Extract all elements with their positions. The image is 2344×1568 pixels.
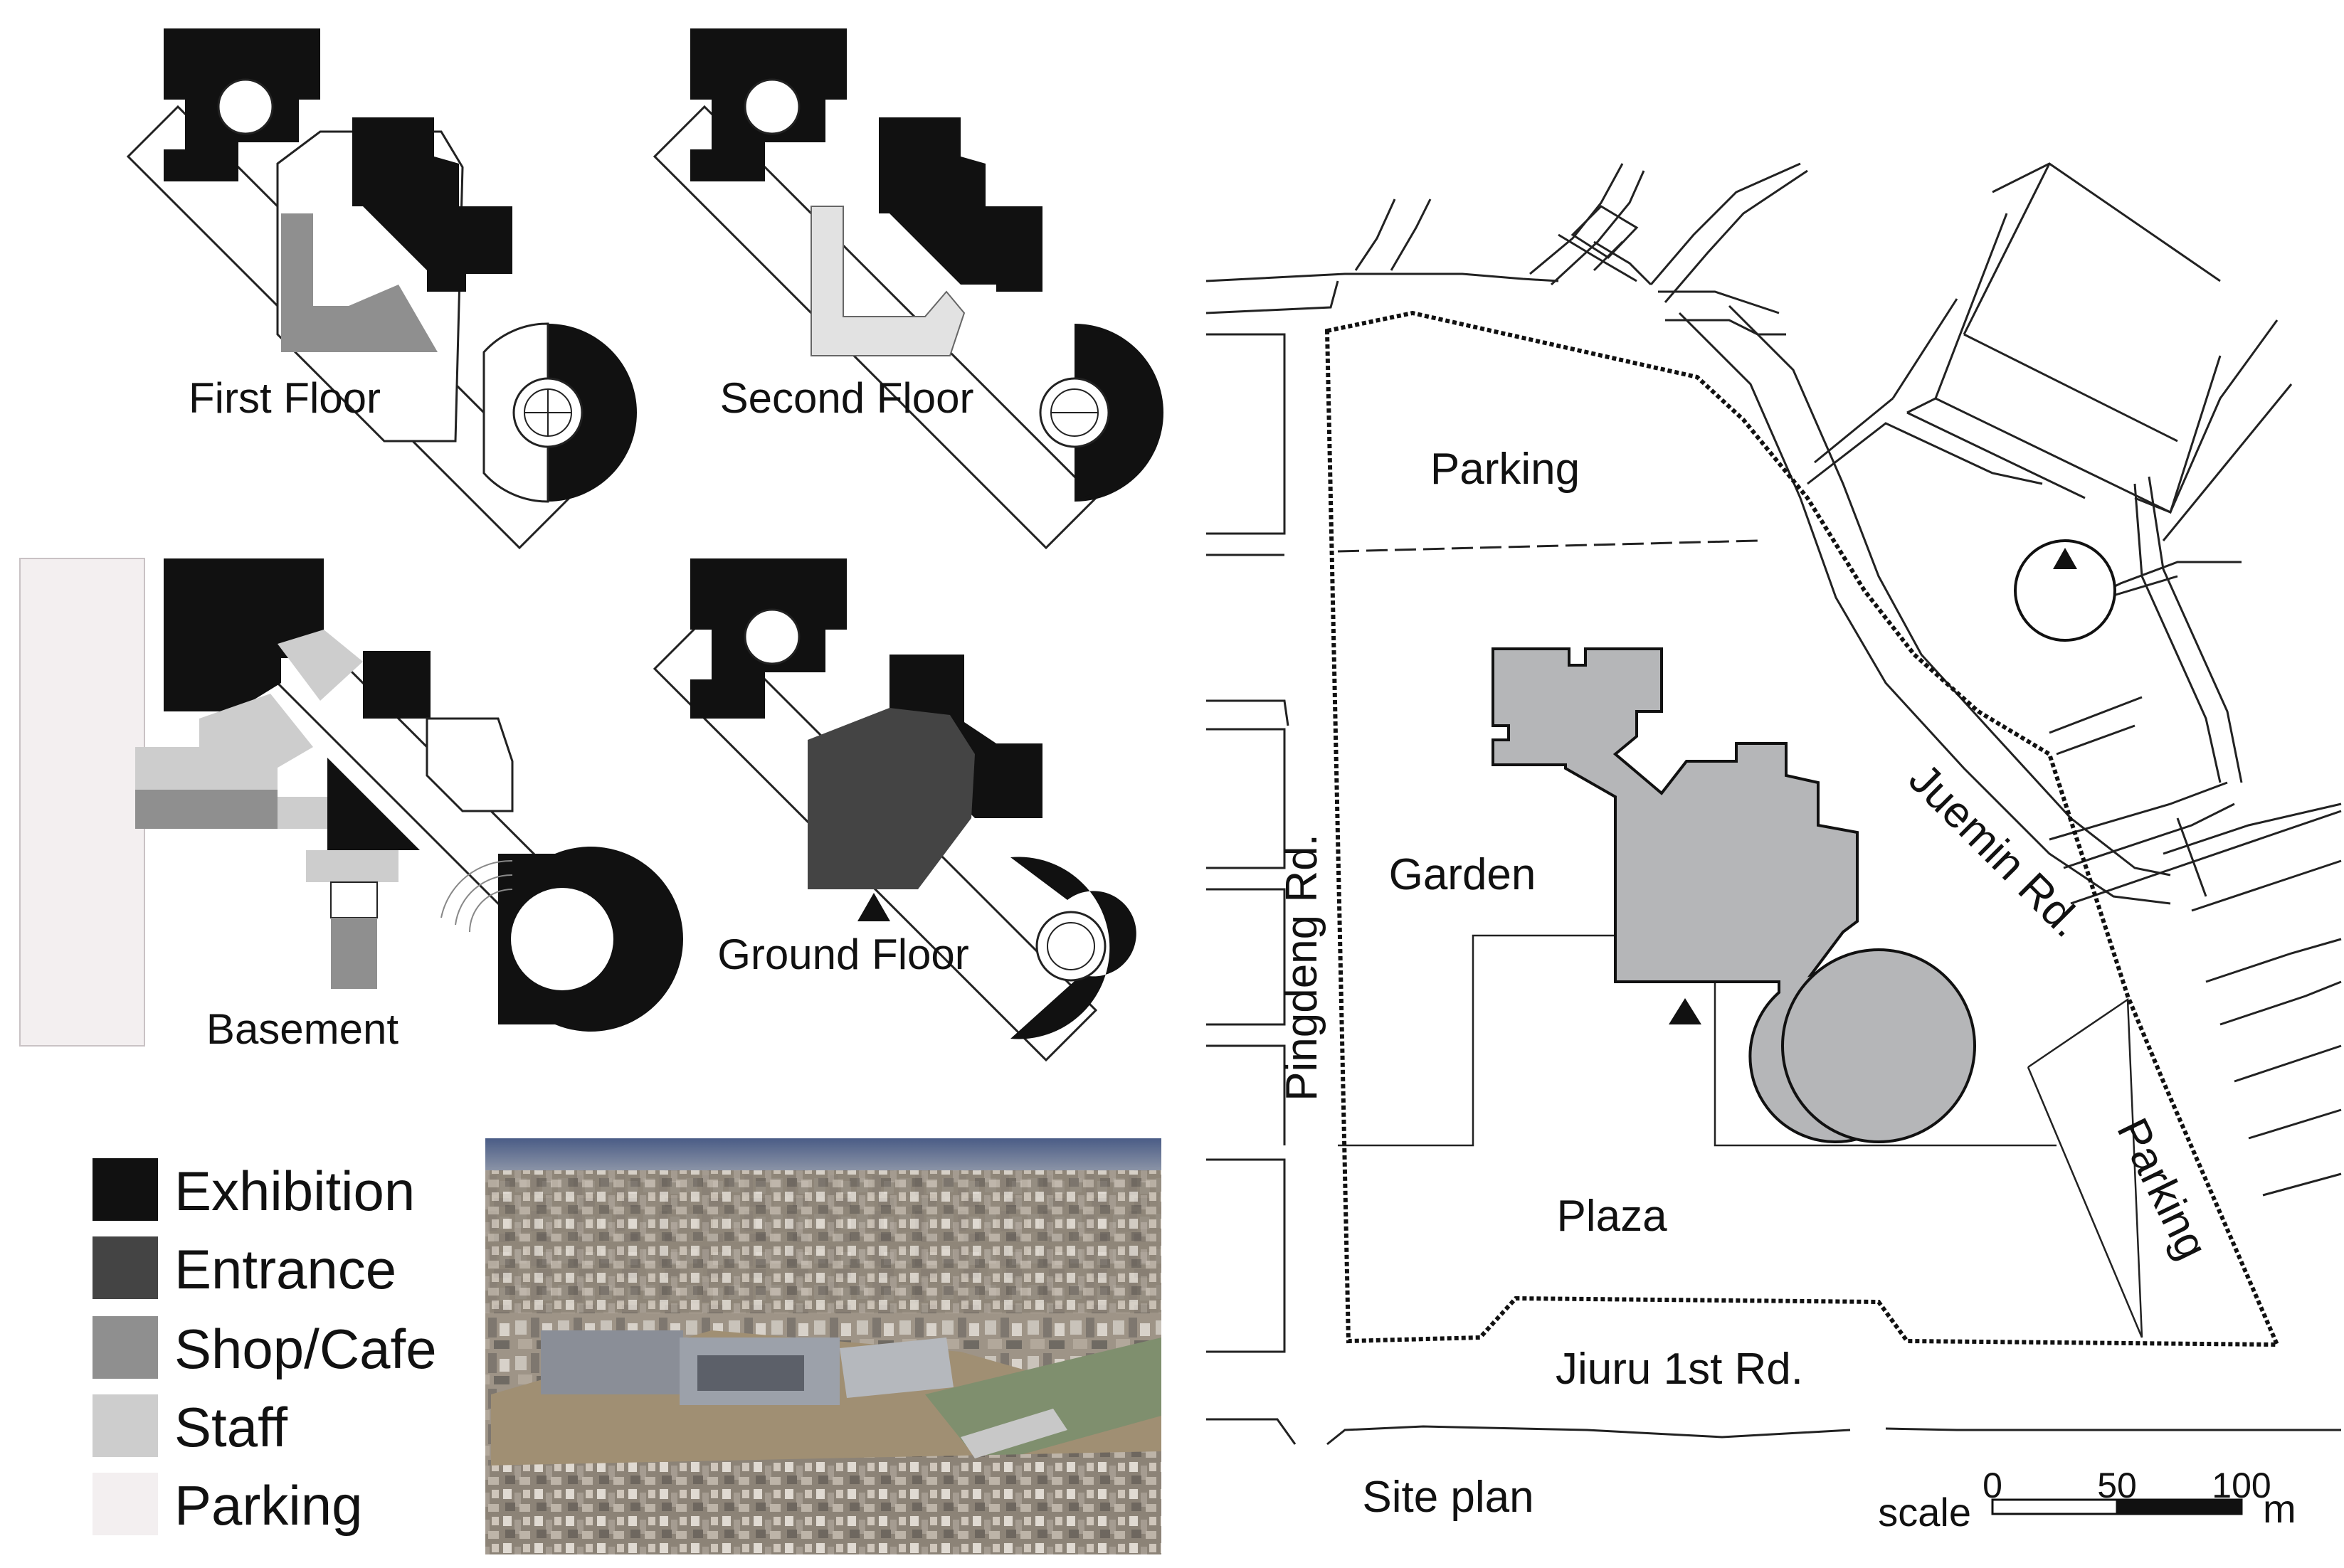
site-label-parking-top: Parking [1430, 445, 1580, 494]
ground-floor-plan: Ground Floor [653, 558, 1136, 1062]
north-arrow-icon [2053, 548, 2077, 569]
legend-label-shop-cafe: Shop/Cafe [174, 1318, 437, 1380]
ground-floor-entrance-marker [857, 893, 890, 921]
site-label-jiuru-road: Jiuru 1st Rd. [1556, 1345, 1803, 1394]
legend-swatch-staff [93, 1394, 158, 1457]
scale-tick-50: 50 [2097, 1466, 2137, 1505]
scale-unit: m [2263, 1486, 2296, 1531]
site-label-garden: Garden [1389, 850, 1536, 899]
first-floor-plan: First Floor [126, 28, 637, 550]
site-plan-title: Site plan [1362, 1473, 1533, 1522]
legend-label-parking: Parking [174, 1474, 362, 1537]
scale-label: scale [1878, 1490, 1971, 1535]
basement-label: Basement [206, 1005, 398, 1053]
legend-swatch-exhibition [93, 1158, 158, 1221]
scale-tick-0: 0 [1983, 1466, 2002, 1505]
site-label-plaza: Plaza [1556, 1192, 1667, 1241]
north-arrow-circle [2014, 539, 2116, 642]
site-entrance-marker [1669, 998, 1701, 1024]
legend: Exhibition Entrance Shop/Cafe Staff Park… [93, 1158, 437, 1537]
site-label-pingdeng-road: Pingdeng Rd. [1277, 834, 1326, 1101]
legend-label-entrance: Entrance [174, 1238, 396, 1301]
first-floor-label: First Floor [189, 374, 381, 422]
site-boundary [1324, 310, 2281, 1347]
second-floor-plan: Second Floor [653, 28, 1163, 550]
site-label-parking-right: Parking [2107, 1111, 2217, 1266]
site-label-juemin-road: Juemin Rd. [1899, 754, 2092, 947]
scale-bar: scale 0 50 100 m [1878, 1466, 2296, 1535]
scale-tick-100: 100 [2212, 1466, 2271, 1505]
scale-bar-black [2116, 1498, 2243, 1515]
basement-plan: Basement [19, 558, 683, 1053]
site-plan [1205, 162, 2342, 1446]
aerial-photo [485, 1138, 1161, 1554]
legend-swatch-entrance [93, 1236, 158, 1299]
legend-swatch-shop-cafe [93, 1316, 158, 1379]
legend-label-exhibition: Exhibition [174, 1160, 415, 1222]
ground-floor-label: Ground Floor [717, 931, 969, 978]
second-floor-label: Second Floor [720, 374, 974, 422]
basement-parking-area [19, 558, 145, 1047]
legend-label-staff: Staff [174, 1396, 287, 1458]
legend-swatch-parking [93, 1473, 158, 1535]
